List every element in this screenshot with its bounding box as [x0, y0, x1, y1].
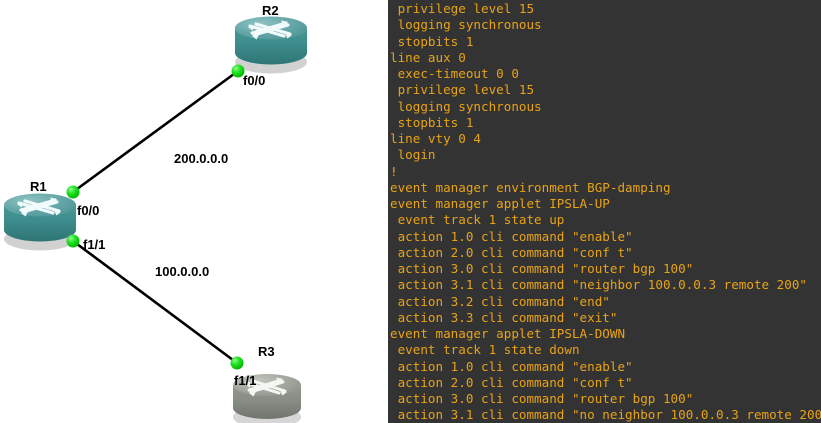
- terminal-line: !: [390, 163, 398, 179]
- terminal-line: event manager applet IPSLA-DOWN: [390, 326, 626, 341]
- iface-label-r1-f1-1: f1/1: [83, 237, 106, 252]
- node-label-r2: R2: [262, 3, 279, 18]
- terminal-line: event manager environment BGP-damping: [390, 179, 671, 195]
- terminal-line: line vty 0 4: [390, 131, 481, 146]
- topology-canvas[interactable]: R2 R1 R3 f0/0 f0/0 f1/1 f1/1 200.0.0.0 1…: [0, 0, 388, 423]
- terminal-output: privilege level 15 logging synchronous s…: [388, 0, 821, 423]
- terminal-line: action 1.0 cli command "enable": [390, 358, 633, 374]
- terminal-line: action 3.1 cli command "no neighbor 100.…: [390, 407, 821, 423]
- terminal-line: privilege level 15: [390, 1, 535, 16]
- iface-label-r1-f0-0: f0/0: [77, 203, 100, 218]
- iface-label-r2-f0-0: f0/0: [243, 73, 266, 88]
- terminal-line: action 3.3 cli command "exit": [390, 309, 618, 325]
- link-label-100: 100.0.0.0: [155, 264, 210, 279]
- terminal-line: stopbits 1: [390, 33, 474, 49]
- node-label-r1: R1: [30, 179, 47, 194]
- connector-dot-r3-f1-1[interactable]: [230, 356, 244, 370]
- router-r1[interactable]: [4, 193, 76, 251]
- terminal-line: action 3.2 cli command "end": [390, 293, 610, 309]
- terminal-line: privilege level 15: [390, 82, 535, 98]
- terminal-panel[interactable]: privilege level 15 logging synchronous s…: [388, 0, 821, 423]
- router-r2[interactable]: [235, 16, 307, 74]
- link-r1-r3[interactable]: [72, 239, 238, 365]
- terminal-line: line aux 0: [390, 49, 466, 65]
- terminal-line: exec-timeout 0 0: [390, 66, 519, 81]
- connector-dot-r1-f1-1[interactable]: [66, 234, 80, 248]
- terminal-line: login: [390, 147, 436, 163]
- terminal-line: action 1.0 cli command "enable": [390, 228, 633, 244]
- node-label-r3: R3: [258, 344, 275, 359]
- terminal-line: event manager applet IPSLA-UP: [390, 196, 610, 211]
- topology-svg: [4, 16, 307, 423]
- terminal-line: logging synchronous: [390, 17, 542, 33]
- router-r3[interactable]: [233, 374, 301, 423]
- terminal-line: event track 1 state down: [390, 342, 580, 358]
- connector-dot-r1-f0-0[interactable]: [66, 185, 80, 199]
- terminal-line: event track 1 state up: [390, 212, 565, 228]
- connector-dot-r2-f0-0[interactable]: [231, 64, 245, 78]
- link-r1-r2[interactable]: [72, 69, 239, 194]
- terminal-line: action 2.0 cli command "conf t": [390, 374, 633, 390]
- terminal-line: action 3.0 cli command "router bgp 100": [390, 261, 694, 276]
- terminal-line: stopbits 1: [390, 114, 474, 130]
- terminal-line: logging synchronous: [390, 98, 542, 114]
- iface-label-r3-f1-1: f1/1: [234, 373, 257, 388]
- terminal-line: action 2.0 cli command "conf t": [390, 244, 633, 260]
- terminal-line: action 3.1 cli command "neighbor 100.0.0…: [390, 277, 808, 293]
- link-label-200: 200.0.0.0: [174, 151, 229, 166]
- terminal-line: action 3.0 cli command "router bgp 100": [390, 391, 694, 406]
